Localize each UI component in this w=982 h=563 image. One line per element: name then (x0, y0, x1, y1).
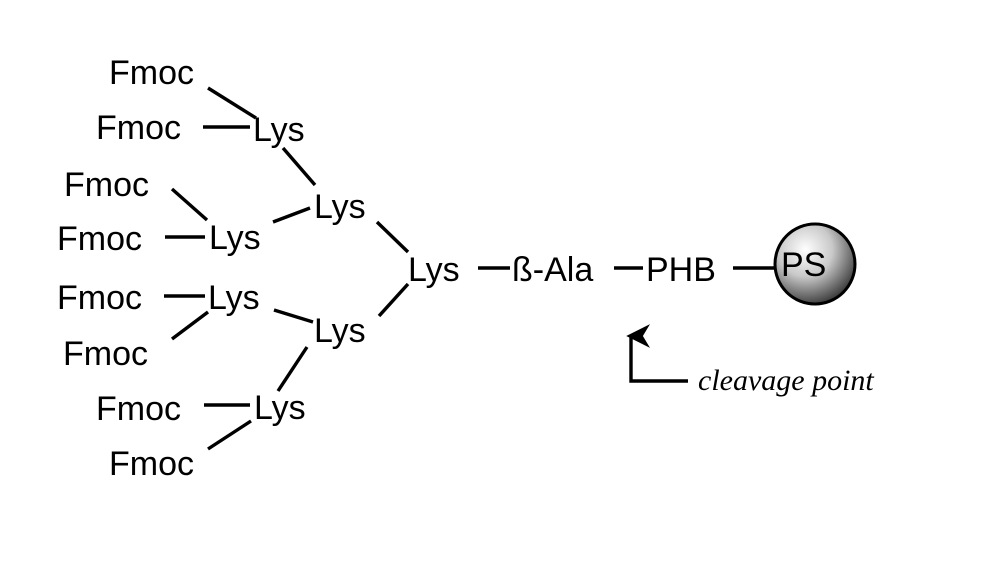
label-lys-c: Lys (208, 279, 260, 317)
bond-fmoc1-lysA (207, 86, 257, 120)
label-fmoc-3: Fmoc (64, 166, 149, 204)
cleavage-arrow-icon (626, 324, 688, 383)
bond-lysB-lysE (272, 206, 311, 224)
bond-lines (164, 86, 776, 451)
polystyrene-bead-icon (773, 222, 857, 306)
bond-lysC-lysF (273, 308, 314, 324)
label-lys-f: Lys (314, 312, 366, 350)
label-lys-b: Lys (209, 219, 261, 257)
label-fmoc-5: Fmoc (57, 279, 142, 317)
bond-fmoc3-lysB (170, 187, 209, 222)
bond-lysF-lysG (377, 282, 410, 318)
label-fmoc-1: Fmoc (109, 54, 194, 92)
label-lys-g: Lys (408, 251, 460, 289)
label-fmoc-8: Fmoc (109, 445, 194, 483)
label-fmoc-7: Fmoc (96, 390, 181, 428)
label-fmoc-6: Fmoc (63, 335, 148, 373)
bond-fmoc8-lysD (207, 419, 252, 451)
residue-labels: Fmoc Fmoc Lys Fmoc Fmoc Lys Lys Lys Fmoc… (57, 54, 826, 483)
bond-lysF-lysD (276, 346, 309, 392)
label-fmoc-2: Fmoc (96, 109, 181, 147)
bond-lysA-lysE (281, 146, 317, 187)
label-beta-ala: ß-Ala (512, 251, 593, 289)
label-ps: PS (781, 246, 826, 284)
label-fmoc-4: Fmoc (57, 220, 142, 258)
cleavage-point-label: cleavage point (698, 364, 874, 397)
label-lys-a: Lys (253, 111, 305, 149)
bond-lysE-lysG (375, 220, 410, 254)
label-lys-d: Lys (254, 389, 306, 427)
bond-fmoc6-lysC (170, 310, 210, 341)
label-phb: PHB (646, 251, 716, 289)
label-lys-e: Lys (314, 188, 366, 226)
